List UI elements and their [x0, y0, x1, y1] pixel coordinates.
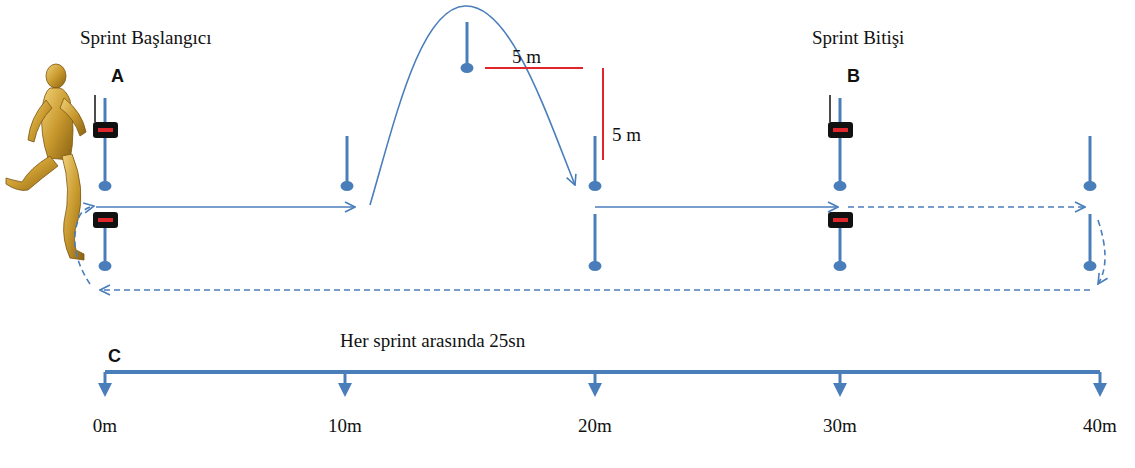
- cones: [100, 22, 1095, 270]
- distance-label: 40m: [1083, 415, 1117, 437]
- gate-letter: B: [847, 66, 860, 87]
- timing-gates: [93, 95, 853, 228]
- start-label: Sprint Başlangıcı: [80, 27, 211, 49]
- finish-label: Sprint Bitişi: [812, 27, 904, 49]
- rest-note: Her sprint arasında 25sn: [340, 330, 525, 352]
- dimension-label: 5 m: [612, 124, 641, 146]
- dimension-lines: [485, 68, 603, 160]
- distance-label: 30m: [823, 415, 857, 437]
- gate-letter: A: [111, 66, 124, 87]
- scale-letter: C: [108, 346, 121, 367]
- distance-label: 0m: [93, 415, 117, 437]
- distance-scale: [105, 372, 1100, 390]
- run-path: [75, 6, 1105, 290]
- dimension-label: 5 m: [512, 46, 541, 68]
- runner-figure: [6, 64, 86, 260]
- distance-label: 20m: [578, 415, 612, 437]
- distance-label: 10m: [328, 415, 362, 437]
